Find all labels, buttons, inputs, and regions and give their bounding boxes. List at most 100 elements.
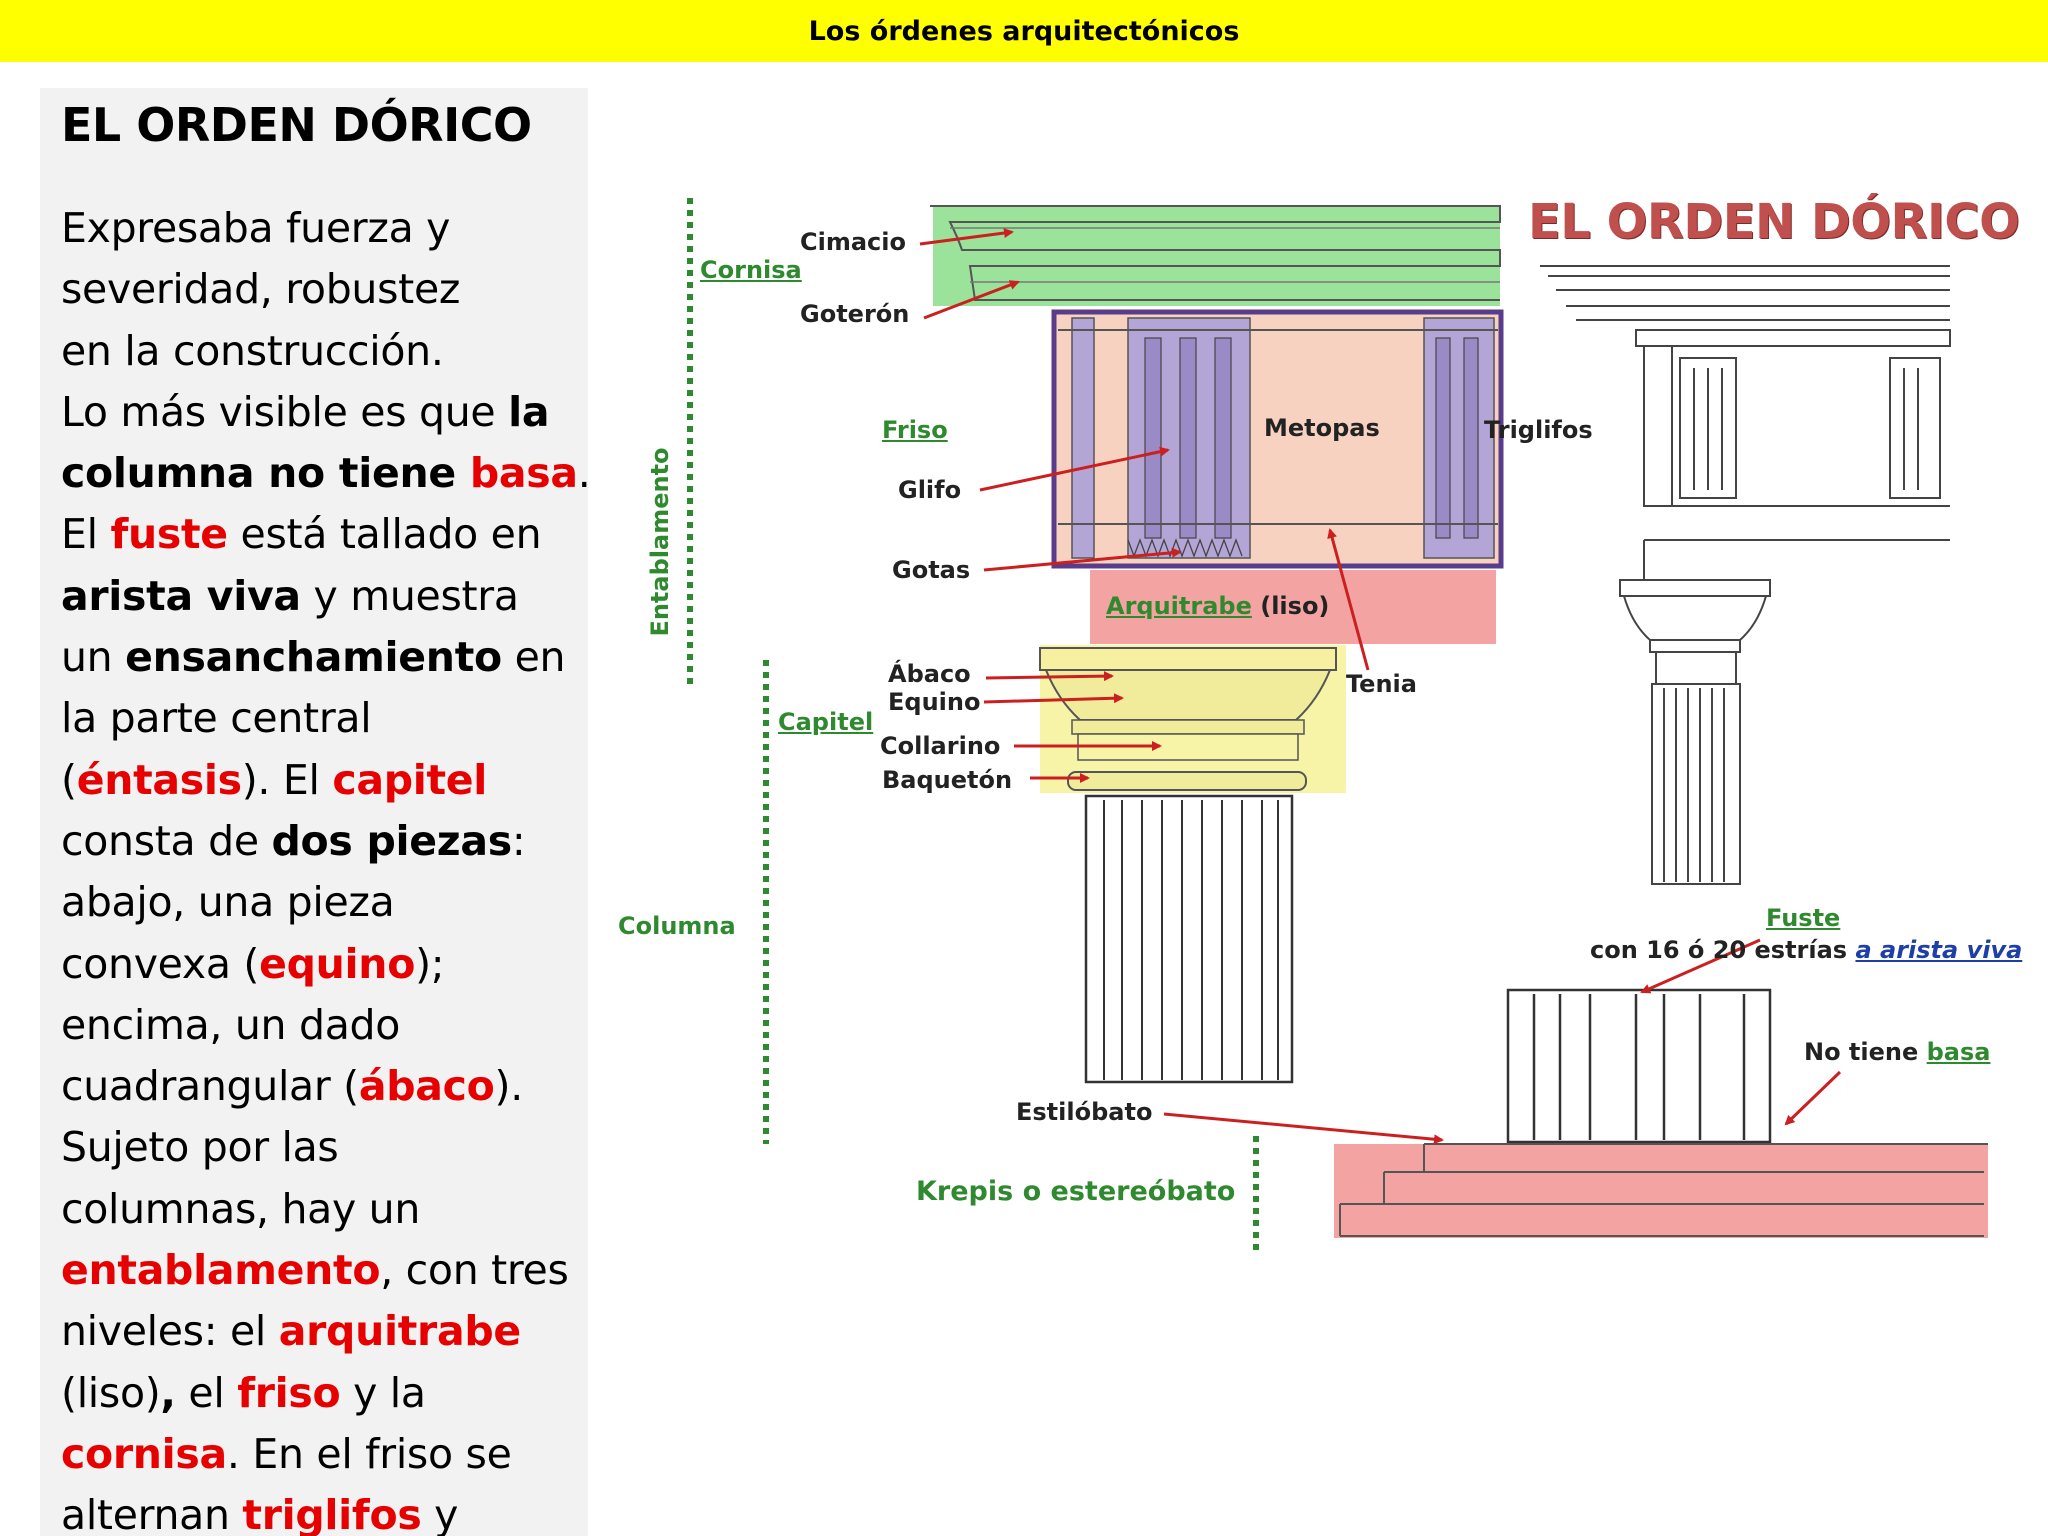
panel-text-line: alternan triglifos y [61, 1485, 581, 1536]
label-entablamento: Entablamento [646, 447, 674, 637]
label-friso: Friso [882, 416, 948, 444]
label-gotas: Gotas [892, 556, 971, 584]
friso-block [1051, 309, 1504, 569]
label-arquitrabe: Arquitrabe [1106, 592, 1252, 620]
label-liso: (liso) [1260, 592, 1330, 620]
text-segment: Expresaba fuerza y [61, 204, 451, 252]
text-segment: encima, un dado [61, 1000, 401, 1049]
fuste-column [1084, 794, 1294, 1084]
label-arquitrabe-group: Arquitrabe (liso) [1106, 592, 1329, 620]
label-basa: basa [1926, 1038, 1991, 1066]
krepis-block [1334, 1143, 1988, 1238]
bold-term: , [160, 1368, 176, 1417]
text-segment: y la [340, 1368, 426, 1417]
panel-text-line: consta de dos piezas: [61, 811, 581, 872]
label-metopas: Metopas [1264, 414, 1380, 442]
panel-text-line: niveles: el arquitrabe [61, 1301, 581, 1362]
highlight-term: éntasis [76, 755, 242, 804]
panel-body-text: Expresaba fuerza y severidad, robustez en … [61, 198, 588, 1536]
text-segment: ( [61, 755, 77, 804]
text-segment: está tallado en [227, 510, 542, 559]
bold-term: ensanchamiento [125, 633, 502, 682]
text-segment: El [61, 510, 111, 559]
panel-text-line: columnas, hay un [61, 1179, 581, 1240]
label-abaco: Ábaco [888, 660, 971, 688]
bold-term: columna no tiene [61, 449, 470, 498]
header-title: Los órdenes arquitectónicos [808, 15, 1240, 47]
label-cornisa: Cornisa [700, 256, 802, 284]
text-segment: y [421, 1491, 459, 1536]
text-segment: alternan [61, 1491, 243, 1536]
text-segment: (liso) [61, 1368, 161, 1417]
label-no-tiene: No tiene [1804, 1038, 1927, 1066]
text-segment: . En el friso se [226, 1429, 512, 1478]
panel-text-line: la parte central [61, 688, 581, 749]
bold-term: la [508, 387, 550, 436]
highlight-term: ábaco [358, 1062, 495, 1111]
label-triglifos: Triglifos [1484, 416, 1593, 444]
text-segment: y muestra [300, 571, 519, 620]
highlight-term: fuste [110, 510, 228, 559]
panel-text-line: El fuste está tallado en [61, 504, 581, 565]
text-segment: en [501, 633, 566, 682]
panel-text-line: abajo, una pieza [61, 872, 581, 933]
bold-term: dos piezas [271, 816, 513, 865]
text-segment: cuadrangular ( [61, 1062, 359, 1111]
panel-text-line: arista viva y muestra [61, 566, 581, 627]
highlight-term: cornisa [61, 1429, 227, 1478]
panel-text-line: (éntasis). El capitel [61, 750, 581, 811]
cornisa-block [930, 205, 1501, 306]
label-cimacio: Cimacio [800, 228, 906, 256]
panel-text-line: severidad, robustez [61, 259, 581, 320]
diagram-title: EL ORDEN DÓRICO [1528, 194, 2020, 250]
label-equino: Equino [888, 688, 981, 716]
text-segment: Sujeto por las [61, 1123, 339, 1172]
bold-term: arista viva [61, 571, 301, 620]
panel-text-line: en la construcción. [61, 321, 581, 382]
text-segment: en la construcción. [61, 326, 444, 375]
highlight-term: entablamento [61, 1246, 381, 1295]
panel-heading: EL ORDEN DÓRICO [61, 98, 532, 152]
label-baqueton: Baquetón [882, 766, 1013, 794]
panel-text-line: convexa (equino); [61, 934, 581, 995]
panel-text-line: columna no tiene basa. [61, 443, 588, 504]
text-segment: un [61, 633, 126, 682]
text-segment: : [511, 816, 526, 865]
label-collarino: Collarino [880, 732, 1001, 760]
label-tenia: Tenia [1346, 670, 1417, 698]
text-segment: . [578, 449, 588, 497]
label-fuste: Fuste [1766, 904, 1841, 932]
text-segment: severidad, robustez [61, 265, 461, 314]
arquitrabe-block [1090, 570, 1496, 644]
label-fuste-desc: con 16 ó 20 estrías [1590, 936, 1856, 964]
panel-text-line: cornisa. En el friso se [61, 1424, 581, 1485]
text-segment: , con tres [380, 1246, 569, 1295]
text-segment: abajo, una pieza [61, 878, 395, 927]
column-stub [1506, 988, 1772, 1144]
text-segment: ). [494, 1062, 524, 1111]
label-capitel: Capitel [778, 708, 874, 736]
doric-elevation-drawing [1540, 265, 1951, 885]
panel-text-line: entablamento, con tres [61, 1240, 581, 1301]
label-fuste-desc-group: con 16 ó 20 estrías a arista viva [1590, 936, 2022, 964]
panel-text-line: Expresaba fuerza y [61, 198, 581, 259]
panel-text-line: (liso), el friso y la [61, 1363, 581, 1424]
text-segment: columnas, hay un [61, 1184, 421, 1233]
label-estilobato: Estilóbato [1016, 1098, 1153, 1126]
label-goteron: Goterón [800, 300, 910, 328]
label-krepis: Krepis o estereóbato [916, 1176, 1236, 1207]
highlight-term: arquitrabe [278, 1307, 521, 1356]
text-segment: convexa ( [61, 939, 260, 988]
text-segment: el [175, 1368, 238, 1417]
panel-text-line: cuadrangular (ábaco). [61, 1056, 581, 1117]
label-no-tiene-basa-group: No tiene basa [1804, 1038, 1990, 1066]
highlight-term: basa [469, 449, 578, 498]
arrows [919, 228, 1842, 1145]
panel-text-line: encima, un dado [61, 995, 581, 1056]
text-segment: la parte central [61, 694, 372, 743]
label-glifo: Glifo [898, 476, 962, 504]
highlight-term: capitel [332, 755, 488, 804]
label-entablamento-wrap: Entablamento [640, 428, 680, 668]
panel-text-line: un ensanchamiento en [61, 627, 581, 688]
